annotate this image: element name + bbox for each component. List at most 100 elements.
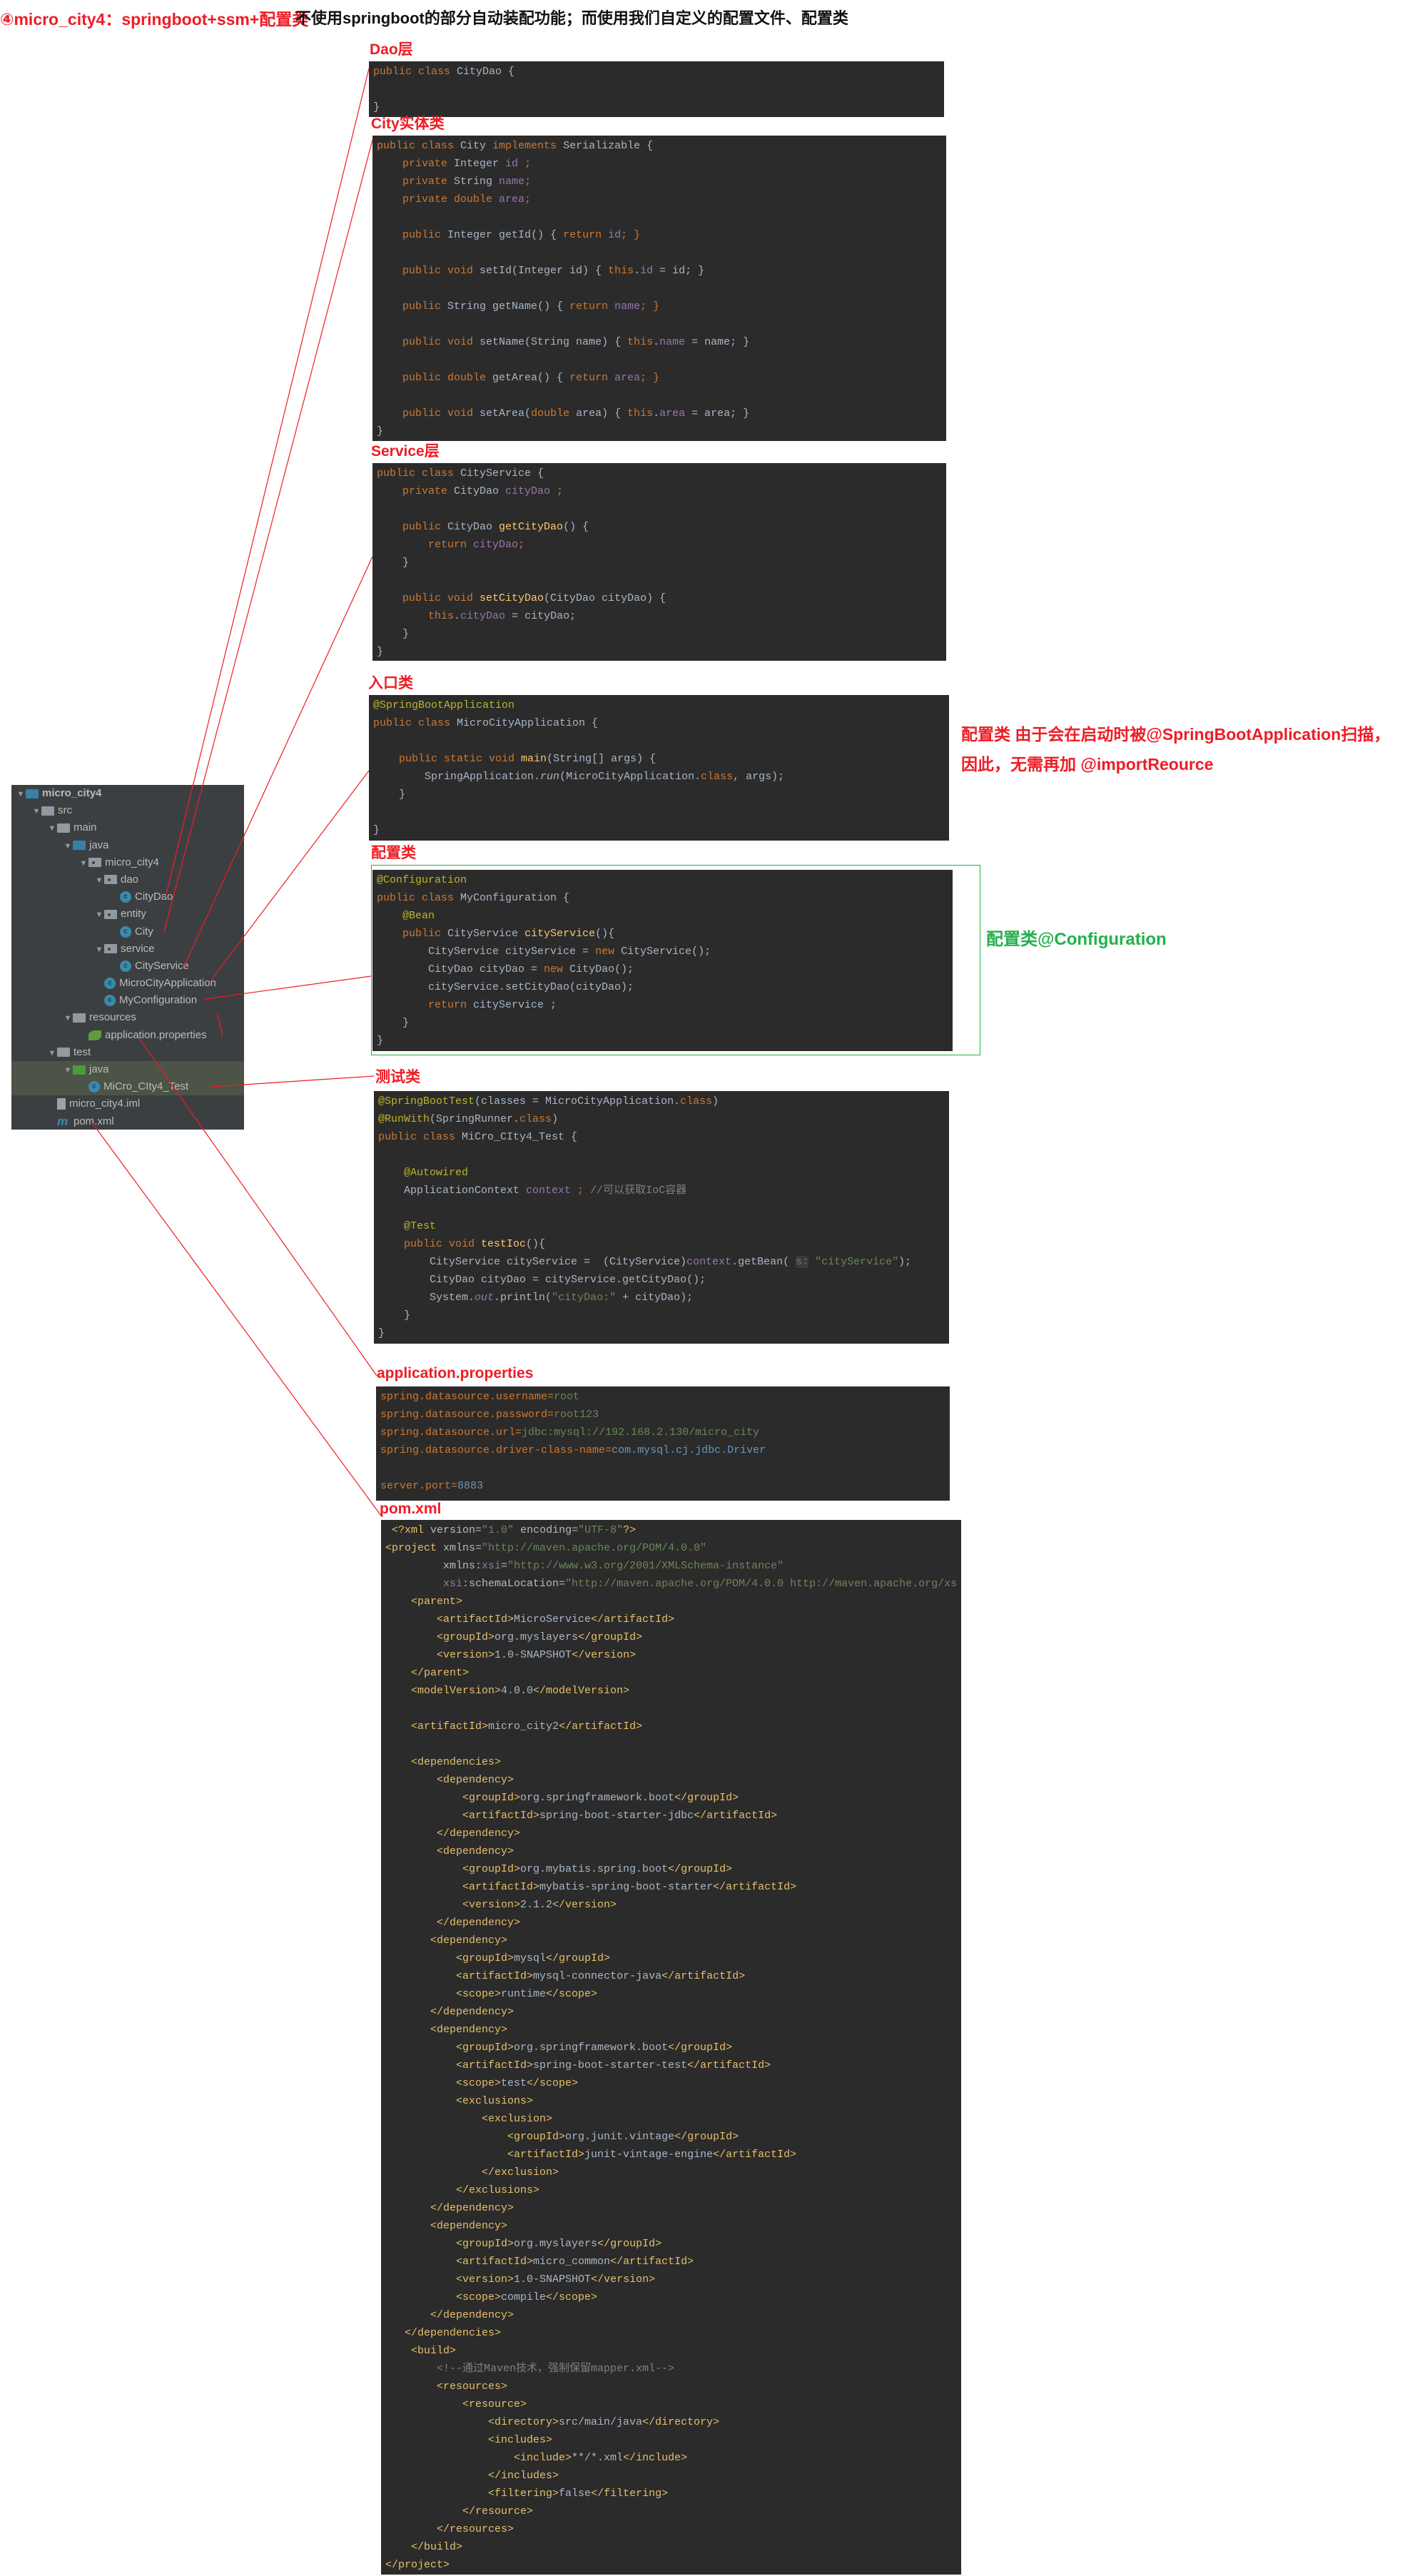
package-icon xyxy=(104,944,117,954)
code-token: :schemaLocation xyxy=(462,1578,559,1590)
code-token: = xyxy=(501,1560,508,1572)
tree-item[interactable]: ▼micro_city4 xyxy=(11,854,244,871)
code-token: double xyxy=(531,407,577,420)
code-token: id xyxy=(505,158,519,170)
tree-item[interactable]: application.properties xyxy=(11,1027,244,1044)
code-line: <dependency> xyxy=(385,1842,961,1860)
code-token: () { xyxy=(537,372,570,384)
code-token: } xyxy=(377,1017,410,1029)
code-token: private xyxy=(377,158,455,170)
label-test: 测试类 xyxy=(375,1069,420,1085)
code-line: xsi:schemaLocation="http://maven.apache.… xyxy=(385,1575,961,1593)
code-token: name xyxy=(614,300,641,313)
code-line: </resources> xyxy=(385,2520,961,2538)
expand-arrow-icon[interactable]: ▼ xyxy=(32,807,41,816)
expand-arrow-icon[interactable]: ▼ xyxy=(64,1014,72,1023)
code-token: <dependency> xyxy=(385,1774,514,1786)
page-subtitle: 不使用springboot的部分自动装配功能；而使用我们自定义的配置文件、配置类 xyxy=(295,9,848,27)
expand-arrow-icon[interactable]: ▼ xyxy=(48,1048,56,1058)
code-token: spring.datasource.driver-class-name xyxy=(380,1444,606,1456)
code-line: </build> xyxy=(385,2538,961,2556)
code-line xyxy=(385,1700,961,1718)
code-token: public class xyxy=(373,66,457,78)
code-token: setId xyxy=(480,265,512,277)
tree-item[interactable]: ▼java xyxy=(11,837,244,854)
code-line: public CityDao getCityDao() { xyxy=(377,518,946,536)
expand-arrow-icon[interactable]: ▼ xyxy=(16,790,25,798)
tree-item[interactable]: ▼micro_city4 xyxy=(11,785,244,802)
code-token: MiCro_CIty4_Test { xyxy=(462,1131,578,1143)
code-token: = xyxy=(572,1524,579,1536)
code-token: public void xyxy=(377,265,480,277)
code-token: @Bean xyxy=(377,910,435,922)
code-token: getId xyxy=(499,229,532,241)
code-line: <build> xyxy=(385,2342,961,2360)
code-line: public void setId(Integer id) { this.id … xyxy=(377,262,946,280)
code-token: class xyxy=(701,771,734,783)
tree-item[interactable]: ▼test xyxy=(11,1044,244,1061)
tree-item[interactable]: ▼service xyxy=(11,940,244,958)
tree-item[interactable]: ▼dao xyxy=(11,871,244,888)
tree-item[interactable]: ▼main xyxy=(11,819,244,836)
code-line: <filtering>false</filtering> xyxy=(385,2485,961,2503)
code-token: String xyxy=(454,176,499,188)
tree-item[interactable]: ▼resources xyxy=(11,1009,244,1026)
code-token: testIoc xyxy=(481,1238,527,1250)
tree-item[interactable]: ▼src xyxy=(11,802,244,819)
code-line: <artifactId>micro_city2</artifactId> xyxy=(385,1718,961,1735)
code-token: "cityService" xyxy=(815,1256,899,1268)
code-token: area xyxy=(499,193,525,206)
tree-item[interactable]: micro_city4.iml xyxy=(11,1095,244,1112)
code-token: </resource> xyxy=(385,2505,534,2517)
code-token: CityDao { xyxy=(457,66,515,78)
code-token: @Autowired xyxy=(378,1167,469,1179)
tree-item-label: micro_city4.iml xyxy=(69,1097,141,1110)
code-token: } xyxy=(373,788,406,801)
code-line: <groupId>org.myslayers</groupId> xyxy=(385,2235,961,2253)
tree-item[interactable]: ▼java xyxy=(11,1061,244,1079)
expand-arrow-icon[interactable]: ▼ xyxy=(95,945,103,954)
code-line: CityService cityService = (CityService)c… xyxy=(378,1253,949,1271)
expand-arrow-icon[interactable]: ▼ xyxy=(79,858,88,868)
code-token: <version> xyxy=(385,1899,521,1911)
code-token: <dependencies> xyxy=(385,1756,502,1768)
code-line: <parent> xyxy=(385,1593,961,1611)
code-token: micro_common xyxy=(533,2256,611,2268)
code-line: <dependency> xyxy=(385,2217,961,2235)
code-token: (MicroCityApplication. xyxy=(559,771,701,783)
code-token: ApplicationContext xyxy=(378,1185,527,1197)
code-token: <scope> xyxy=(385,1988,502,2000)
code-line: <dependency> xyxy=(385,1932,961,1949)
code-line: <!--通过Maven技术，强制保留mapper.xml--> xyxy=(385,2360,961,2378)
project-tree[interactable]: ▼micro_city4▼src▼main▼java▼micro_city4▼d… xyxy=(11,785,244,1130)
expand-arrow-icon[interactable]: ▼ xyxy=(48,824,56,833)
expand-arrow-icon[interactable]: ▼ xyxy=(95,876,103,885)
expand-arrow-icon[interactable]: ▼ xyxy=(95,911,103,920)
code-token: "http://www.w3.org/2001/XMLSchema-instan… xyxy=(507,1560,784,1572)
code-token: org.springframework.boot xyxy=(520,1792,675,1804)
expand-arrow-icon[interactable]: ▼ xyxy=(64,1066,72,1075)
code-line: } xyxy=(377,1032,953,1050)
code-line: </dependency> xyxy=(385,1914,961,1932)
tree-item-label: pom.xml xyxy=(73,1115,114,1127)
code-token: } xyxy=(373,824,380,836)
code-token: public double xyxy=(377,372,493,384)
code-token: @SpringBootTest xyxy=(378,1095,475,1107)
entry-note: 配置类 由于会在启动时被@SpringBootApplication扫描， 因此… xyxy=(961,719,1390,779)
tree-item[interactable]: ▼entity xyxy=(11,906,244,923)
code-line xyxy=(373,81,944,98)
code-token: = xyxy=(515,1426,522,1439)
code-line: </exclusions> xyxy=(385,2181,961,2199)
code-token: public void xyxy=(377,336,480,348)
expand-arrow-icon[interactable]: ▼ xyxy=(64,841,72,851)
code-token: CityDao(); xyxy=(569,963,634,975)
code-token: public class xyxy=(377,892,461,904)
code-token: ) xyxy=(552,1113,559,1125)
